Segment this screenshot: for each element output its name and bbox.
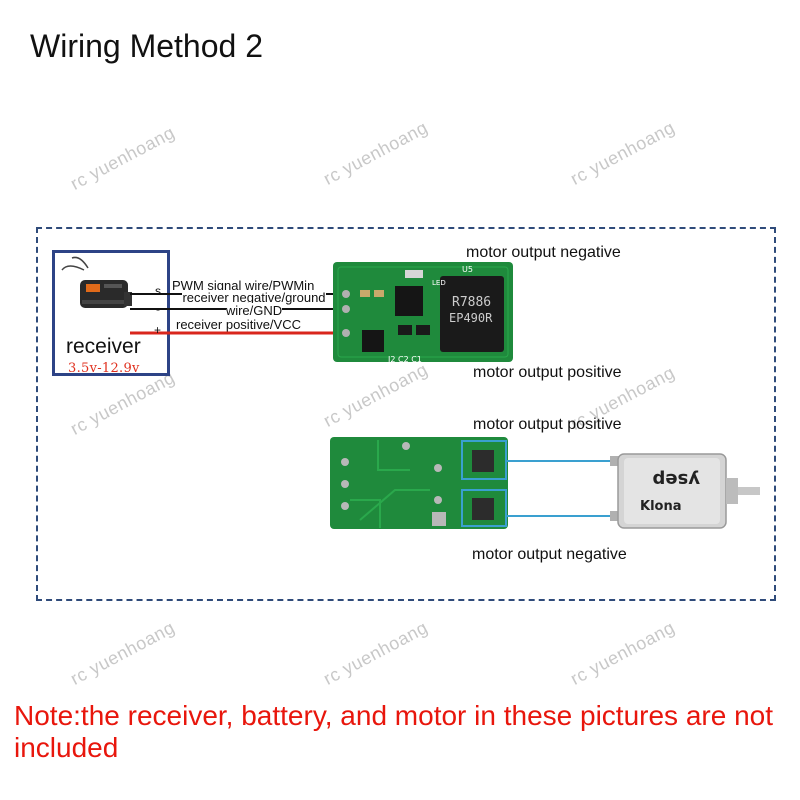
pin-negative: - bbox=[156, 302, 160, 316]
chip-text-2: EP490R bbox=[449, 311, 493, 325]
receiver-device-icon bbox=[61, 256, 132, 308]
receiver-box bbox=[52, 250, 170, 376]
label-top-motor-positive: motor output positive bbox=[473, 364, 622, 381]
svg-text:U5: U5 bbox=[462, 265, 473, 274]
diagram-frame bbox=[36, 227, 776, 601]
chip-text-1: R7886 bbox=[452, 295, 491, 310]
wire-label-ground: receiver negative/ground wire/GND bbox=[182, 290, 326, 318]
dc-motor-icon: ysep Klona bbox=[610, 453, 760, 529]
label-bottom-motor-positive: motor output positive bbox=[473, 416, 622, 433]
pin-positive: + bbox=[154, 323, 162, 337]
disclaimer-note: Note:the receiver, battery, and motor in… bbox=[14, 700, 773, 763]
page-title: Wiring Method 2 bbox=[30, 28, 263, 64]
motor-label-bottom: Klona bbox=[640, 499, 682, 514]
wire-label-vcc: receiver positive/VCC bbox=[176, 317, 301, 332]
bottom-controller-board bbox=[330, 437, 508, 529]
wire-label-pwm: PWM signal wire/PWMin bbox=[172, 278, 315, 293]
label-top-motor-negative: motor output negative bbox=[466, 244, 621, 261]
svg-text:J2 C2 C1: J2 C2 C1 bbox=[387, 355, 422, 364]
pin-signal: s bbox=[155, 284, 161, 298]
svg-text:LED: LED bbox=[432, 279, 446, 287]
top-controller-board: R7886 EP490R J2 C2 C1 U5 LED bbox=[333, 262, 513, 364]
receiver-voltage: 3.5v-12.9v bbox=[68, 361, 140, 376]
label-bottom-motor-negative: motor output negative bbox=[472, 546, 627, 563]
receiver-label: receiver bbox=[66, 335, 141, 358]
motor-label-top: ysep bbox=[652, 469, 700, 490]
